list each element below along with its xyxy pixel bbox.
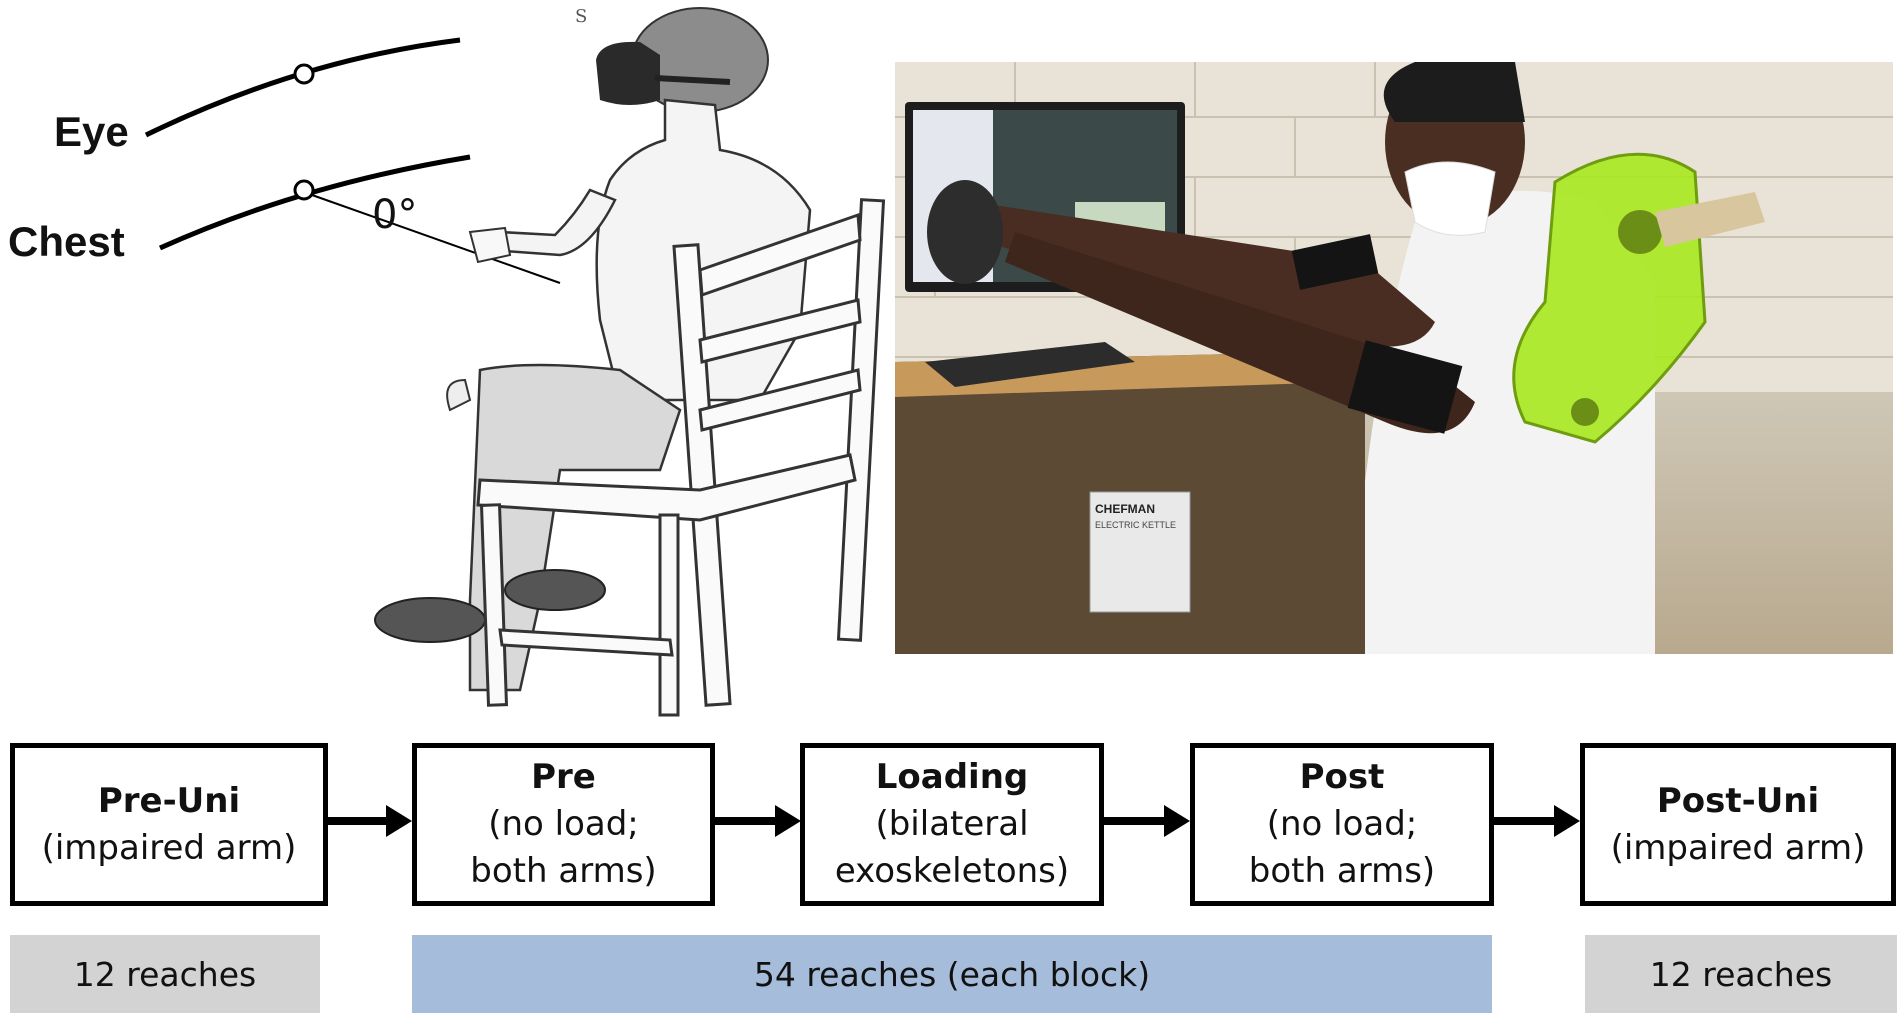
- chest-marker: [293, 179, 315, 201]
- arrow-head: [1164, 805, 1190, 837]
- block-line: (impaired arm): [41, 827, 297, 868]
- eye-line: [144, 37, 461, 138]
- left-shoe: [374, 597, 486, 643]
- seated-participant-illustration: Eye Chest 0° S: [0, 0, 900, 730]
- block-loading: Loading (bilateral exoskeletons): [800, 743, 1104, 906]
- arrow-head: [1554, 805, 1580, 837]
- arrow-shaft: [1494, 817, 1556, 825]
- arrow-head: [386, 805, 412, 837]
- block-line: exoskeletons): [834, 851, 1070, 891]
- block-line: (bilateral: [875, 804, 1029, 844]
- block-post: Post (no load; both arms): [1190, 743, 1494, 906]
- kettle-text: ELECTRIC KETTLE: [1095, 520, 1177, 530]
- keyboard: [925, 342, 1135, 387]
- block-pre-uni: Pre-Uni (impaired arm): [10, 743, 328, 906]
- exoskeleton: [1512, 152, 1765, 444]
- hand: [468, 226, 512, 264]
- block-title: Pre-Uni: [97, 780, 241, 821]
- block-pre: Pre (no load; both arms): [412, 743, 715, 906]
- arrow-head: [775, 805, 801, 837]
- block-title: Loading: [875, 757, 1029, 797]
- block-line: (no load;: [488, 804, 639, 844]
- block-title: Post: [1299, 757, 1385, 797]
- block-title: Post-Uni: [1656, 780, 1820, 821]
- arrow-shaft: [1104, 817, 1166, 825]
- band-block-reaches: 54 reaches (each block): [412, 935, 1492, 1013]
- arrow-shaft: [328, 817, 388, 825]
- chair: [476, 198, 886, 717]
- block-line: both arms): [1248, 851, 1436, 891]
- forearm-right: [965, 202, 1435, 347]
- chest-label: Chest: [8, 218, 125, 265]
- signature: S: [575, 6, 588, 27]
- vr-headset: [596, 41, 660, 105]
- controller: [927, 180, 1003, 284]
- reach-reference-line: [311, 194, 561, 284]
- block-post-uni: Post-Uni (impaired arm): [1580, 743, 1896, 906]
- face-mask: [1404, 161, 1496, 236]
- arrow-shaft: [715, 817, 777, 825]
- legs: [468, 363, 682, 692]
- right-shoe: [504, 569, 606, 611]
- block-line: (no load;: [1266, 804, 1418, 844]
- band-pre-uni-reaches: 12 reaches: [10, 935, 320, 1013]
- block-line: (impaired arm): [1610, 827, 1866, 868]
- photo-drawing: [895, 62, 1893, 654]
- eye-marker: [293, 63, 315, 85]
- band-post-uni-reaches: 12 reaches: [1585, 935, 1897, 1013]
- sketch-drawing: [144, 7, 886, 717]
- kettle-brand: CHEFMAN: [1095, 502, 1155, 516]
- angle-label: 0°: [372, 192, 418, 238]
- arm-strap-upper: [1291, 234, 1379, 290]
- block-title: Pre: [531, 757, 596, 797]
- knee-hand: [446, 378, 472, 412]
- participant-photo: CHEFMAN ELECTRIC KETTLE: [895, 62, 1893, 654]
- arm-strap-lower: [1347, 340, 1463, 434]
- kettle-box: [1089, 491, 1191, 613]
- block-line: both arms): [470, 851, 657, 891]
- eye-label: Eye: [54, 108, 129, 155]
- headset-strap: [654, 75, 731, 85]
- vr-headset-photo: [1383, 62, 1525, 122]
